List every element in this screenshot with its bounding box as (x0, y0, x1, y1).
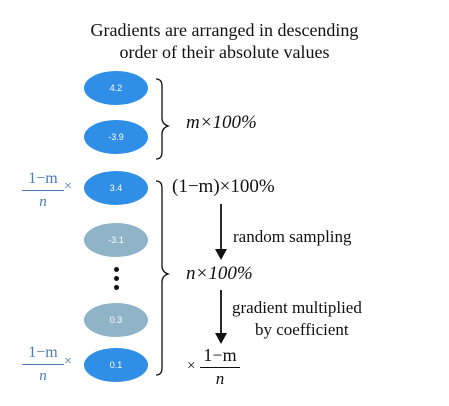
side-fraction-numerator: 1−m (28, 170, 58, 187)
coef-numerator: 1−m (203, 345, 237, 365)
side-times-bottom: × (64, 354, 72, 369)
brace-top (155, 78, 171, 160)
title-line-2: order of their absolute values (119, 42, 330, 62)
gradient-ellipse-5: 0.3 (84, 303, 148, 337)
side-times-top: × (64, 179, 72, 194)
gradient-ellipse-1: 4.2 (84, 71, 148, 105)
gradient-ellipse-4: -3.1 (84, 223, 148, 257)
label-n-group: n×100% (186, 263, 253, 284)
gradient-ellipse-3: 3.4 (84, 171, 148, 205)
gradient-ellipse-6: 0.1 (84, 348, 148, 382)
arrow-down-icon (215, 249, 227, 260)
coef-denominator: n (215, 369, 225, 388)
gradient-value: -3.9 (108, 132, 124, 142)
label-multiplied-line-1: gradient multiplied (232, 298, 362, 317)
label-top-group: m×100% (186, 112, 257, 133)
gradient-value: 4.2 (109, 83, 123, 93)
gradient-ellipse-2: -3.9 (84, 120, 148, 154)
coef-fraction: 1−m n (198, 345, 242, 389)
side-fraction-denominator: n (39, 368, 47, 384)
side-fraction-denominator: n (39, 194, 47, 210)
side-fraction-bottom: 1−m n (22, 344, 64, 385)
gradient-value: 0.3 (109, 315, 123, 325)
title-line-1: Gradients are arranged in descending (90, 20, 359, 40)
vertical-ellipsis (110, 267, 122, 294)
gradient-value: 3.4 (109, 183, 123, 193)
coef-times: × (187, 358, 196, 374)
label-random-sampling: random sampling (233, 227, 352, 246)
side-fraction-top: 1−m n (22, 170, 64, 211)
brace-bottom (155, 180, 171, 376)
diagram-title: Gradients are arranged in descending ord… (0, 19, 449, 63)
gradient-value: -3.1 (108, 235, 124, 245)
side-fraction-numerator: 1−m (28, 344, 58, 361)
gradient-value: 0.1 (109, 360, 123, 370)
label-multiplied-line-2: by coefficient (255, 320, 349, 339)
label-middle-group: (1−m)×100% (172, 176, 275, 197)
arrow-down-icon (215, 333, 227, 344)
